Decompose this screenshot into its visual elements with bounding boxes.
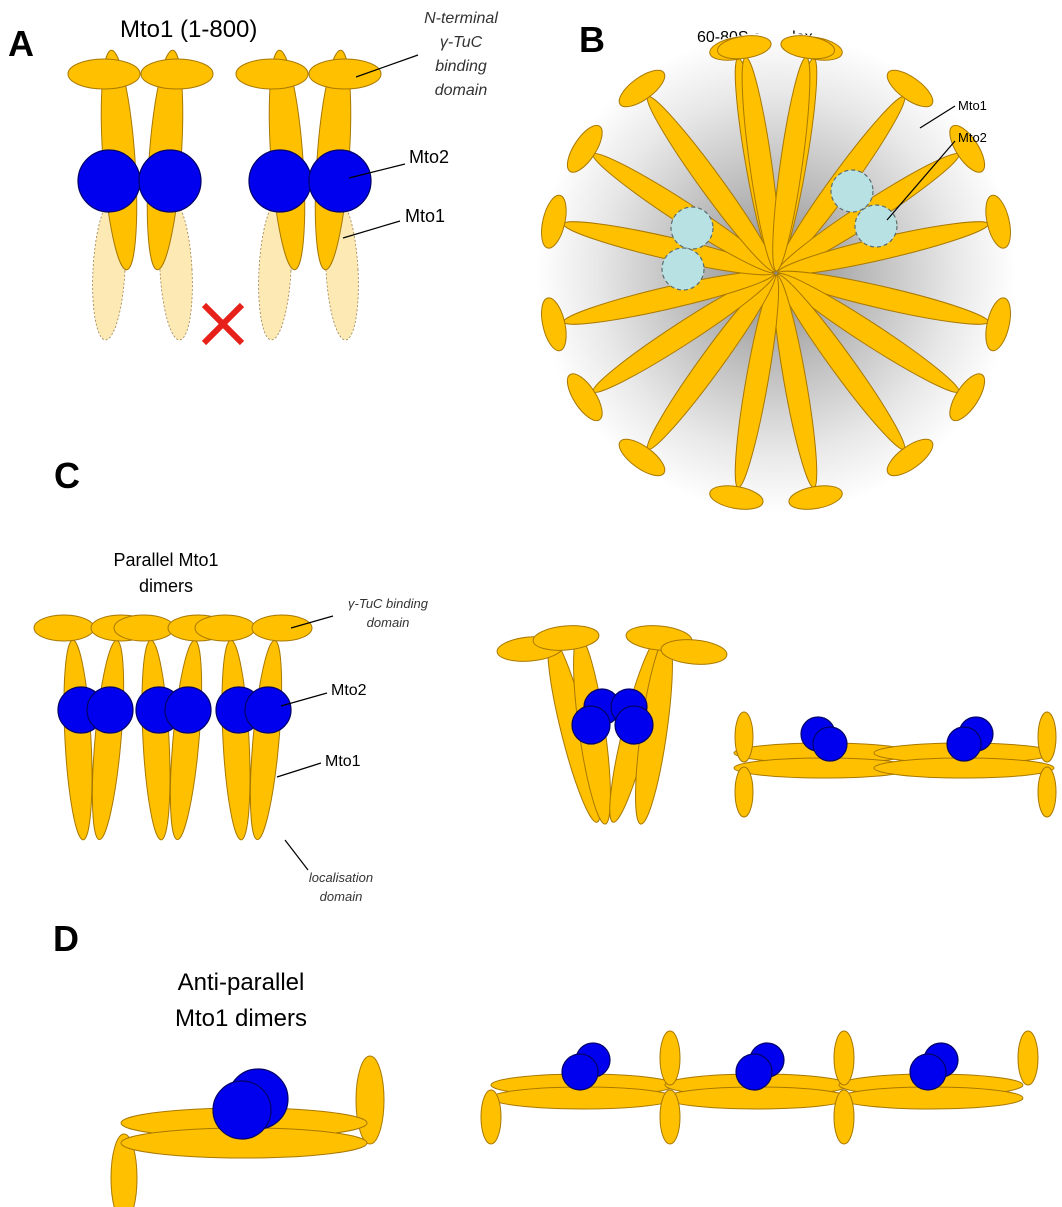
- anti-parallel-dimer: [111, 1056, 384, 1207]
- mto2-circle-faded: [662, 248, 704, 290]
- mto2-circle: [249, 150, 311, 212]
- panel-b: B 60-80S complex Mto1 Mto2: [536, 19, 1016, 513]
- mto1-label: Mto1: [405, 206, 445, 226]
- mto1-leg: [86, 639, 129, 841]
- mto2-circle: [78, 150, 140, 212]
- loc-label-2: domain: [320, 889, 363, 904]
- anti-parallel-row: [481, 1031, 1038, 1144]
- mto1-leg: [60, 639, 96, 840]
- mto2-circle-faded: [671, 207, 713, 249]
- tuc-head: [34, 615, 94, 641]
- mto1-leg: [244, 639, 287, 841]
- mto1-legs: [60, 639, 288, 841]
- panel-d-letter: D: [53, 918, 79, 959]
- mto2-circle: [245, 687, 291, 733]
- nterm-label-2: γ-TuC: [440, 34, 483, 51]
- tuc-head: [114, 615, 174, 641]
- mto1-leader-line-c: [277, 763, 321, 777]
- parallel-dimer-row: [34, 615, 312, 841]
- mto1-head: [1018, 1031, 1038, 1085]
- panel-d-title-1: Anti-parallel: [178, 969, 305, 996]
- v-shaped-dimer: [496, 623, 728, 826]
- panel-b-letter: B: [579, 19, 605, 60]
- mto1-tails-faded-right: [255, 199, 361, 340]
- panel-c-letter: C: [54, 455, 80, 496]
- mto1-head: [834, 1090, 854, 1144]
- tuc-head: [252, 615, 312, 641]
- mto1-head: [481, 1090, 501, 1144]
- complex-halo: [536, 33, 1016, 513]
- mto2-label-b: Mto2: [958, 130, 987, 145]
- no-interaction-cross-icon: [204, 305, 242, 343]
- panel-c: C Parallel Mto1 dimers γ-TuC binding dom…: [34, 455, 1056, 904]
- mto1-leg: [218, 639, 254, 840]
- nterm-label-1: N-terminal: [424, 10, 498, 27]
- mto2-circle: [165, 687, 211, 733]
- panel-a-letter: A: [8, 23, 34, 64]
- parallel-side-view: [734, 712, 1056, 817]
- mto2-label-c: Mto2: [331, 682, 367, 699]
- panel-a-title: Mto1 (1-800): [120, 16, 257, 43]
- tuc-head: [195, 615, 255, 641]
- nterm-label-4: domain: [435, 82, 488, 99]
- loc-label-1: localisation: [309, 870, 373, 885]
- mto1-head: [834, 1031, 854, 1085]
- panel-c-title-2: dimers: [139, 576, 193, 596]
- mto1-dimer-left: [68, 49, 213, 271]
- mto2-circle-faded: [831, 170, 873, 212]
- mto2-circle: [139, 150, 201, 212]
- mto1-tails-faded-left: [89, 199, 195, 340]
- panel-d-title-2: Mto1 dimers: [175, 1005, 307, 1032]
- mto2-circle: [87, 687, 133, 733]
- mto2-circle-faded: [855, 205, 897, 247]
- panel-d: D Anti-parallel Mto1 dimers: [53, 918, 1038, 1207]
- mto2-pairs: [58, 687, 291, 733]
- mto1-label-c: Mto1: [325, 753, 361, 770]
- mto2-label: Mto2: [409, 147, 449, 167]
- mto1-head: [660, 1031, 680, 1085]
- mto1-label-b: Mto1: [958, 98, 987, 113]
- tuc-label-2: domain: [367, 615, 410, 630]
- panel-c-title-1: Parallel Mto1: [113, 550, 218, 570]
- mto1-leg: [138, 639, 174, 840]
- mto2-circle: [562, 1054, 598, 1090]
- mto2-circle: [309, 150, 371, 212]
- mto1-leg: [164, 639, 207, 841]
- mto1-dimer-right: [236, 49, 381, 271]
- nterm-label-3: binding: [435, 58, 487, 75]
- mto2-circle: [736, 1054, 772, 1090]
- mto1-head: [660, 1090, 680, 1144]
- tuc-heads: [34, 615, 312, 641]
- tuc-label-1: γ-TuC binding: [348, 596, 429, 611]
- loc-leader-line: [285, 840, 308, 870]
- mto2-circle: [910, 1054, 946, 1090]
- panel-a: A Mto1 (1-800): [8, 10, 498, 343]
